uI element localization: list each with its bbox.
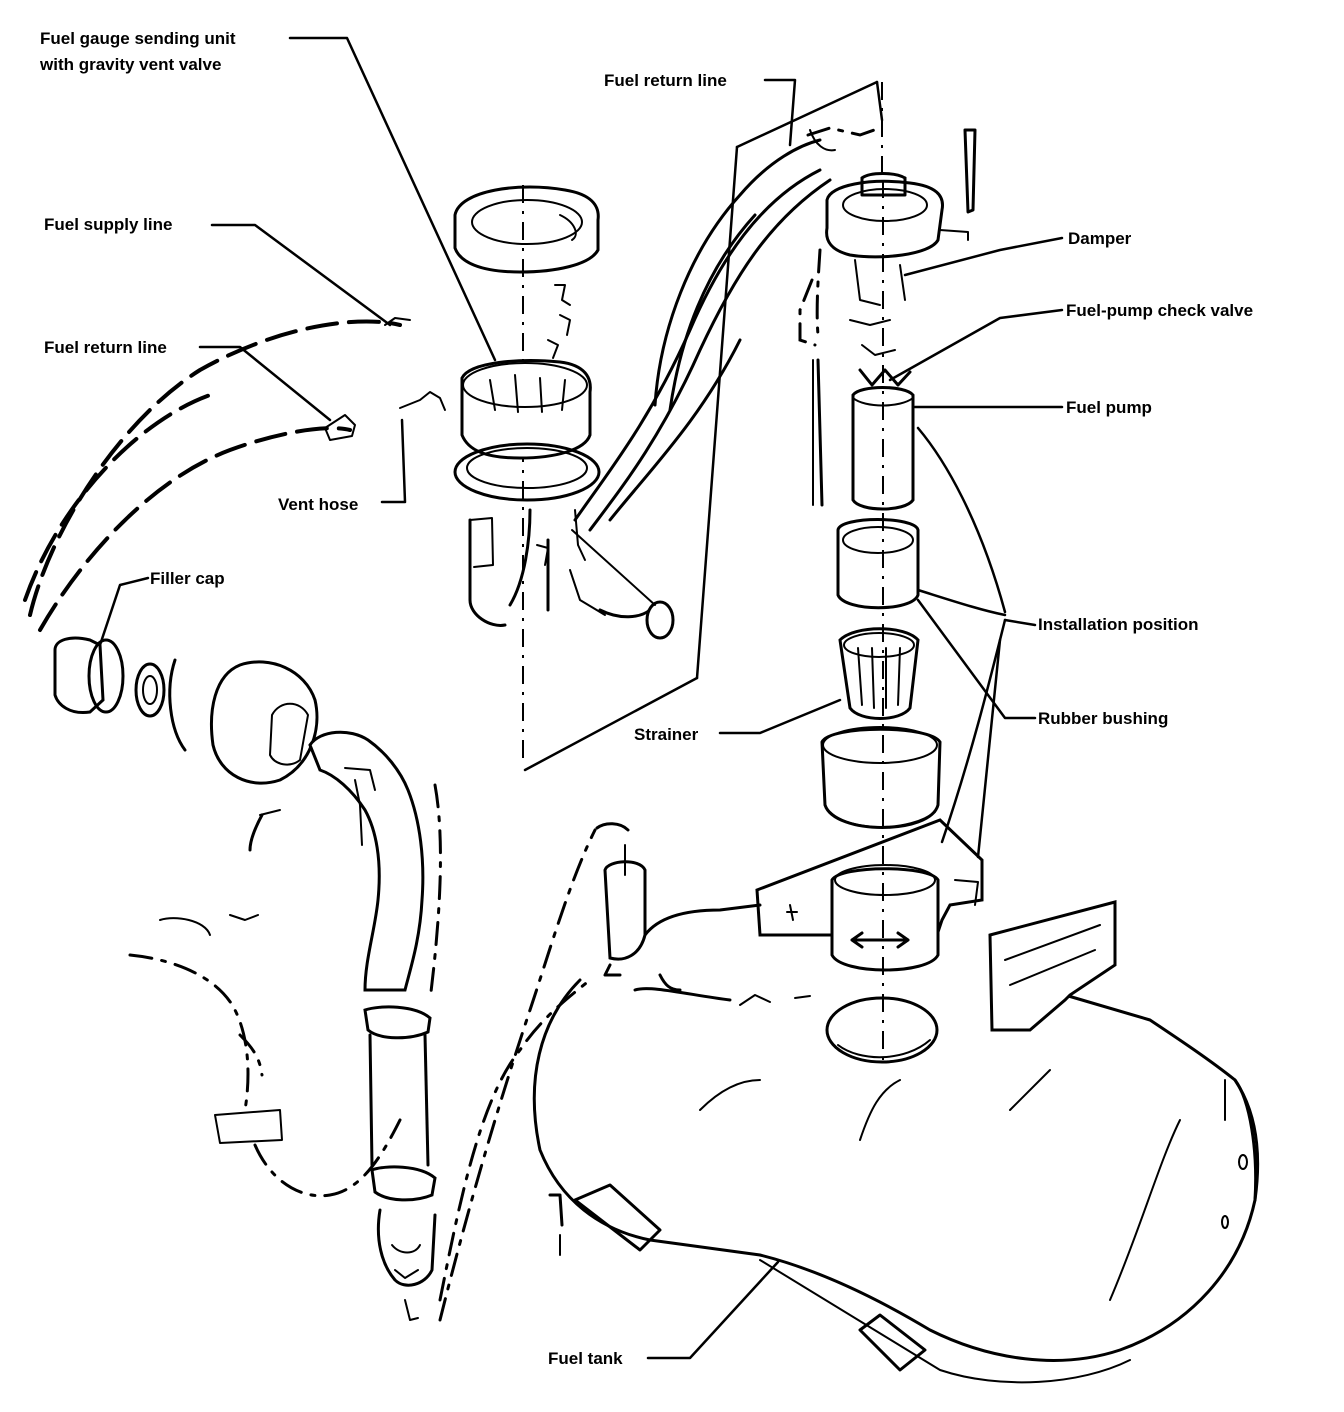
tank-fuel-line [603, 844, 811, 1006]
label-rubber-bushing: Rubber bushing [1038, 709, 1168, 728]
label-fuel-return-line-top: Fuel return line [604, 71, 727, 90]
strainer [838, 627, 920, 720]
labels: Fuel gauge sending unit with gravity ven… [39, 29, 1253, 1368]
label-filler-cap: Filler cap [150, 569, 225, 588]
filler-cap [53, 636, 166, 718]
fuel-pump-check-valve [849, 259, 912, 387]
label-strainer: Strainer [634, 725, 699, 744]
label-fuel-gauge-sending-unit-line2: with gravity vent valve [39, 55, 221, 74]
filler-neck [168, 658, 437, 1321]
label-fuel-pump: Fuel pump [1066, 398, 1152, 417]
label-installation-position: Installation position [1038, 615, 1199, 634]
vent-pipes [23, 319, 630, 1322]
vent-hose [324, 317, 446, 441]
label-fuel-pump-check-valve: Fuel-pump check valve [1066, 301, 1253, 320]
label-fuel-supply-line: Fuel supply line [44, 215, 172, 234]
label-vent-hose: Vent hose [278, 495, 358, 514]
label-fuel-tank: Fuel tank [548, 1349, 623, 1368]
label-fuel-return-line-left: Fuel return line [44, 338, 167, 357]
fuel-gauge-sending-unit [453, 185, 675, 765]
mounting-plane [523, 80, 884, 772]
fuel-tank [532, 900, 1260, 1384]
leader-lines [98, 36, 1064, 1360]
fuel-pump-assembly [755, 128, 1007, 1060]
label-damper: Damper [1068, 229, 1132, 248]
rubber-bushing [820, 726, 942, 829]
damper [825, 172, 969, 259]
label-fuel-gauge-sending-unit-line1: Fuel gauge sending unit [40, 29, 236, 48]
fuel-hoses [573, 126, 882, 532]
